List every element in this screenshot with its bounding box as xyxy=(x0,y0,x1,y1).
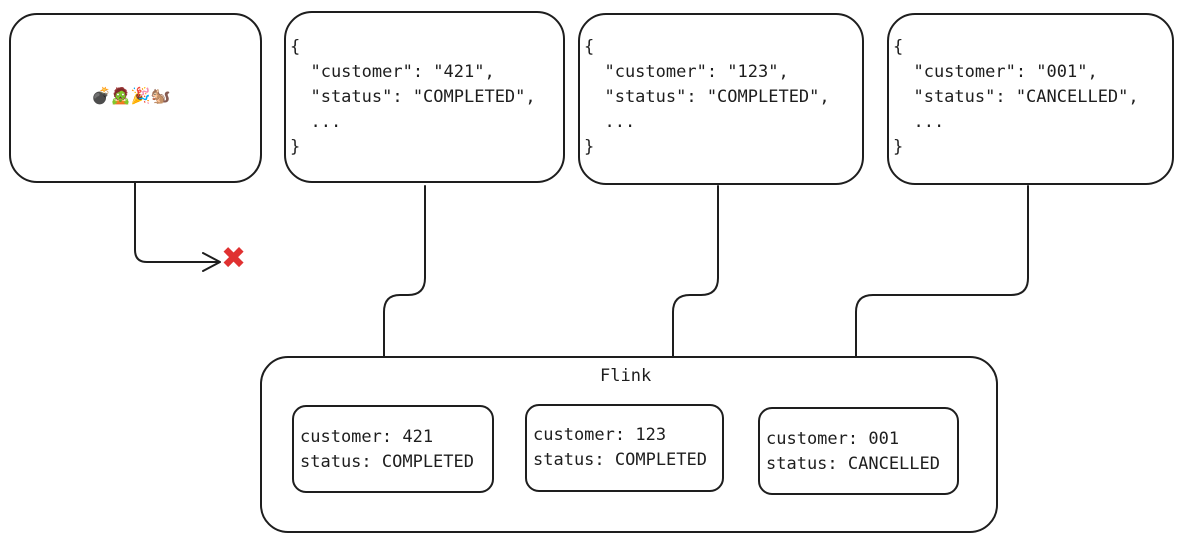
message-json-421: { "customer": "421", "status": "COMPLETE… xyxy=(290,37,536,157)
arrow-msg-421 xyxy=(383,185,426,399)
flink-label: Flink xyxy=(600,366,652,386)
flink-record-customer: customer: 123 xyxy=(533,425,667,445)
flink-record-status: status: COMPLETED xyxy=(300,452,474,472)
message-box-421: { "customer": "421", "status": "COMPLETE… xyxy=(284,11,565,183)
arrow-msg-001 xyxy=(855,185,1029,401)
message-box-001: { "customer": "001", "status": "CANCELLE… xyxy=(887,13,1174,185)
reject-arrow-head xyxy=(202,252,221,272)
reject-arrow xyxy=(134,182,219,263)
reject-x-icon: ✖ xyxy=(221,241,247,276)
flink-record-001: customer: 001 status: CANCELLED xyxy=(758,407,959,495)
flink-record-customer: customer: 001 xyxy=(766,429,900,449)
poison-emoji-icons: 💣🧟🎉🐿️ xyxy=(91,86,171,105)
flink-record-customer: customer: 421 xyxy=(300,427,434,447)
flink-record-123: customer: 123 status: COMPLETED xyxy=(525,404,724,492)
flink-record-status: status: CANCELLED xyxy=(766,454,940,474)
poison-message-box: 💣🧟🎉🐿️ xyxy=(9,13,262,183)
message-json-123: { "customer": "123", "status": "COMPLETE… xyxy=(584,37,830,157)
flink-record-421: customer: 421 status: COMPLETED xyxy=(292,405,494,493)
message-box-123: { "customer": "123", "status": "COMPLETE… xyxy=(578,13,864,185)
message-json-001: { "customer": "001", "status": "CANCELLE… xyxy=(893,37,1139,157)
flink-record-status: status: COMPLETED xyxy=(533,450,707,470)
arrow-msg-123 xyxy=(672,185,719,396)
